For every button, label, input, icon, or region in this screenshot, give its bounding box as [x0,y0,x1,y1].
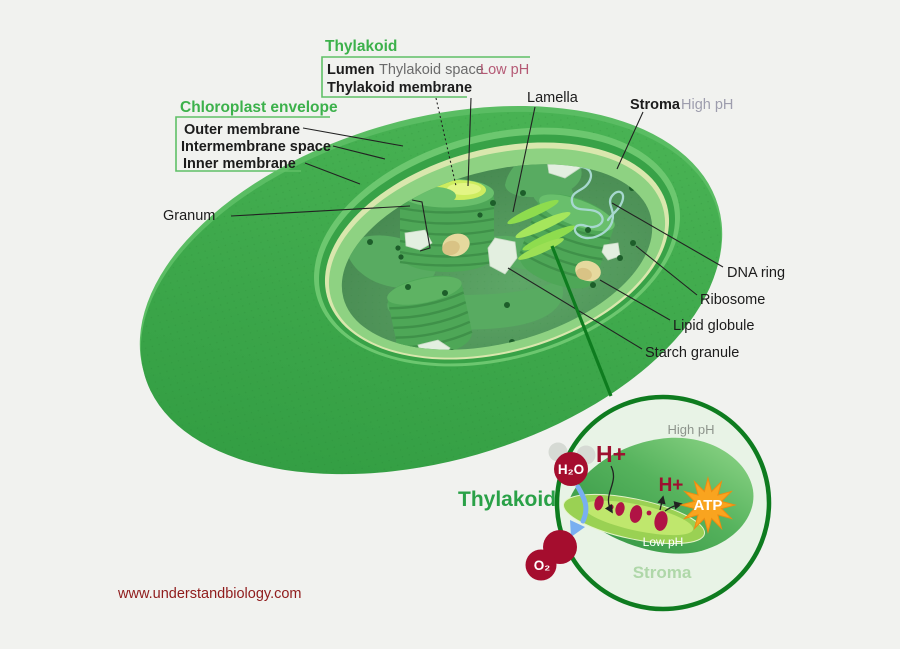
pointer-granum [230,205,411,217]
envelope-label-box [175,116,330,172]
granum-label: Granum [163,208,215,224]
pointer-dna-ring [611,202,724,268]
stroma-label: Stroma [630,97,681,113]
pointer-thylakoid-membrane [467,97,472,187]
granum-bracket [411,199,431,252]
lumen-label: Lumen [327,62,375,78]
atp-starburst: ATP [679,476,737,534]
thylakoid-membrane-label: Thylakoid membrane [327,80,472,96]
label-boxes [175,56,530,172]
inset-thylakoid-label: Thylakoid [458,488,556,511]
o2-label: O₂ [534,558,551,573]
o2-circle [525,549,557,581]
inset-high-ph: High pH [668,422,715,437]
granum-bottom [387,275,473,358]
h-plus-label-2: H+ [659,475,684,496]
dna-ring-strand [565,165,625,240]
h2o-label: H₂O [558,462,584,477]
lipid-globules [442,233,601,282]
o2-molecule: O₂ [525,530,577,581]
outer-membrane-label: Outer membrane [184,122,300,138]
lamella-streaks [507,199,576,260]
pointer-intermembrane-space [332,145,386,160]
thylakoid-space-label: Thylakoid space [379,62,484,78]
website-url: www.understandbiology.com [117,586,302,602]
inset-stroma: Stroma [633,563,692,582]
pointer-ribosome [635,245,698,296]
dna-ring-label: DNA ring [727,265,785,281]
thylakoid-header: Thylakoid [325,38,397,55]
thylakoid-inset: ATP H₂O O₂ High pH Low pH Stroma H+ H+ [525,394,772,612]
thylakoid-lumen-highlight [447,183,481,195]
blue-arrowhead [570,520,585,537]
h-plus-out-arrow [657,495,666,511]
lipid-globule-label: Lipid globule [673,318,754,334]
chloroplast-envelope-header: Chloroplast envelope [180,99,338,116]
pointer-outer-membrane [302,127,404,147]
water-split-arrow [570,484,589,537]
granum-front [399,178,495,272]
starch-granule-label: Starch granule [645,345,739,361]
pointer-lumen-dotted [435,97,457,187]
high-ph-label: High pH [681,97,733,113]
proton-arrows [604,465,683,514]
atp-label: ATP [694,497,723,514]
h-plus-label-1: H+ [596,441,626,467]
ribosome-label: Ribosome [700,292,765,308]
lamella-label: Lamella [527,90,579,106]
h2o-molecule: H₂O [548,442,596,486]
inner-membrane-label: Inner membrane [183,156,296,172]
atp-arrow [664,501,683,512]
pointer-inner-membrane [304,162,361,185]
intermembrane-space-label: Intermembrane space [181,139,331,155]
h-plus-in-arrow [604,465,615,514]
pointer-lamella [512,106,536,213]
inset-low-ph: Low pH [643,535,684,549]
main-labels: Thylakoid Lumen Thylakoid space Low pH T… [163,38,785,361]
inset-connector-line [550,245,613,397]
h2o-circle [554,452,588,486]
pointer-stroma [616,111,644,170]
thylakoid-label-box [321,56,530,98]
pointer-lipid-globule [599,279,671,321]
low-ph-label: Low pH [480,62,529,78]
